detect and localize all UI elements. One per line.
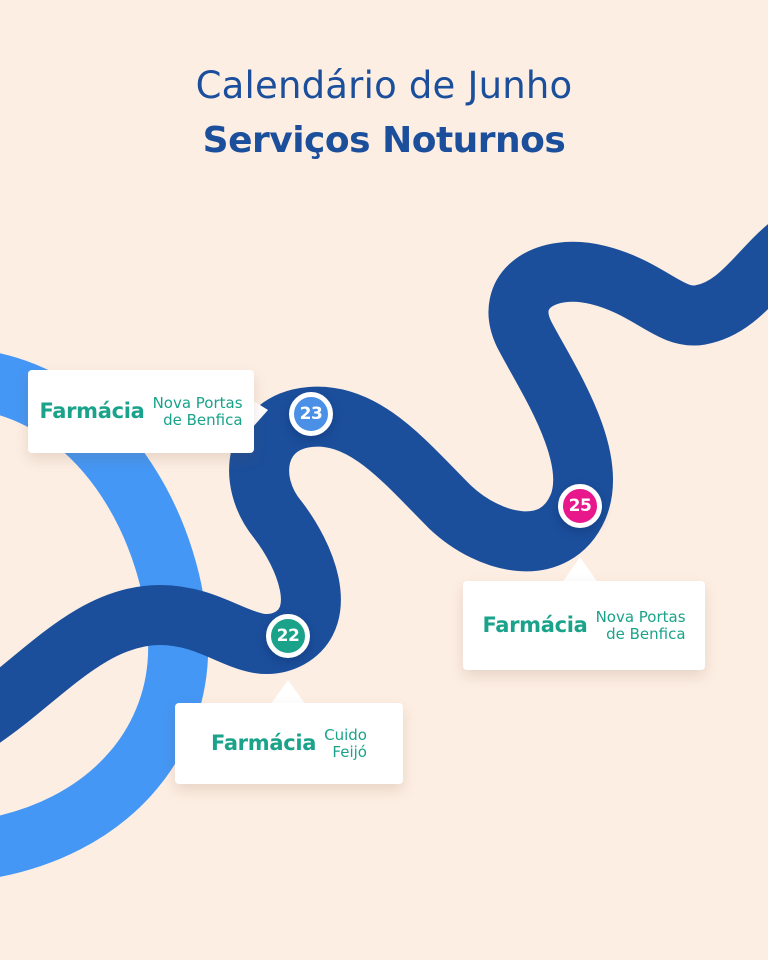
pharmacy-brand: Farmácia [211, 731, 317, 755]
pharmacy-card-25: Farmácia Nova Portas de Benfica [463, 581, 705, 670]
winding-road [0, 224, 768, 743]
card-23-pointer [252, 400, 268, 428]
pharmacy-name-line2: de Benfica [163, 410, 243, 429]
day-marker-25: 25 [558, 484, 602, 528]
day-marker-22: 22 [266, 614, 310, 658]
pharmacy-name: Cuido Feijó [324, 725, 367, 761]
page-subtitle: Serviços Noturnos [202, 120, 566, 161]
page-title: Calendário de Junho [195, 64, 573, 107]
card-22-pointer [270, 680, 306, 705]
pharmacy-name-line2: Feijó [332, 742, 367, 761]
pharmacy-card-22: Farmácia Cuido Feijó [175, 703, 403, 784]
pharmacy-card-23: Farmácia Nova Portas de Benfica [28, 370, 254, 453]
pharmacy-name-line1: Nova Portas [595, 607, 686, 626]
pharmacy-name: Nova Portas de Benfica [152, 393, 243, 429]
pharmacy-brand: Farmácia [482, 613, 588, 637]
pharmacy-brand: Farmácia [39, 399, 145, 423]
pharmacy-name-line1: Nova Portas [152, 393, 243, 412]
pharmacy-name-line1: Cuido [324, 725, 367, 744]
day-marker-23: 23 [289, 392, 333, 436]
pharmacy-name-line2: de Benfica [606, 624, 686, 643]
card-25-pointer [562, 557, 598, 583]
pharmacy-name: Nova Portas de Benfica [595, 607, 686, 643]
